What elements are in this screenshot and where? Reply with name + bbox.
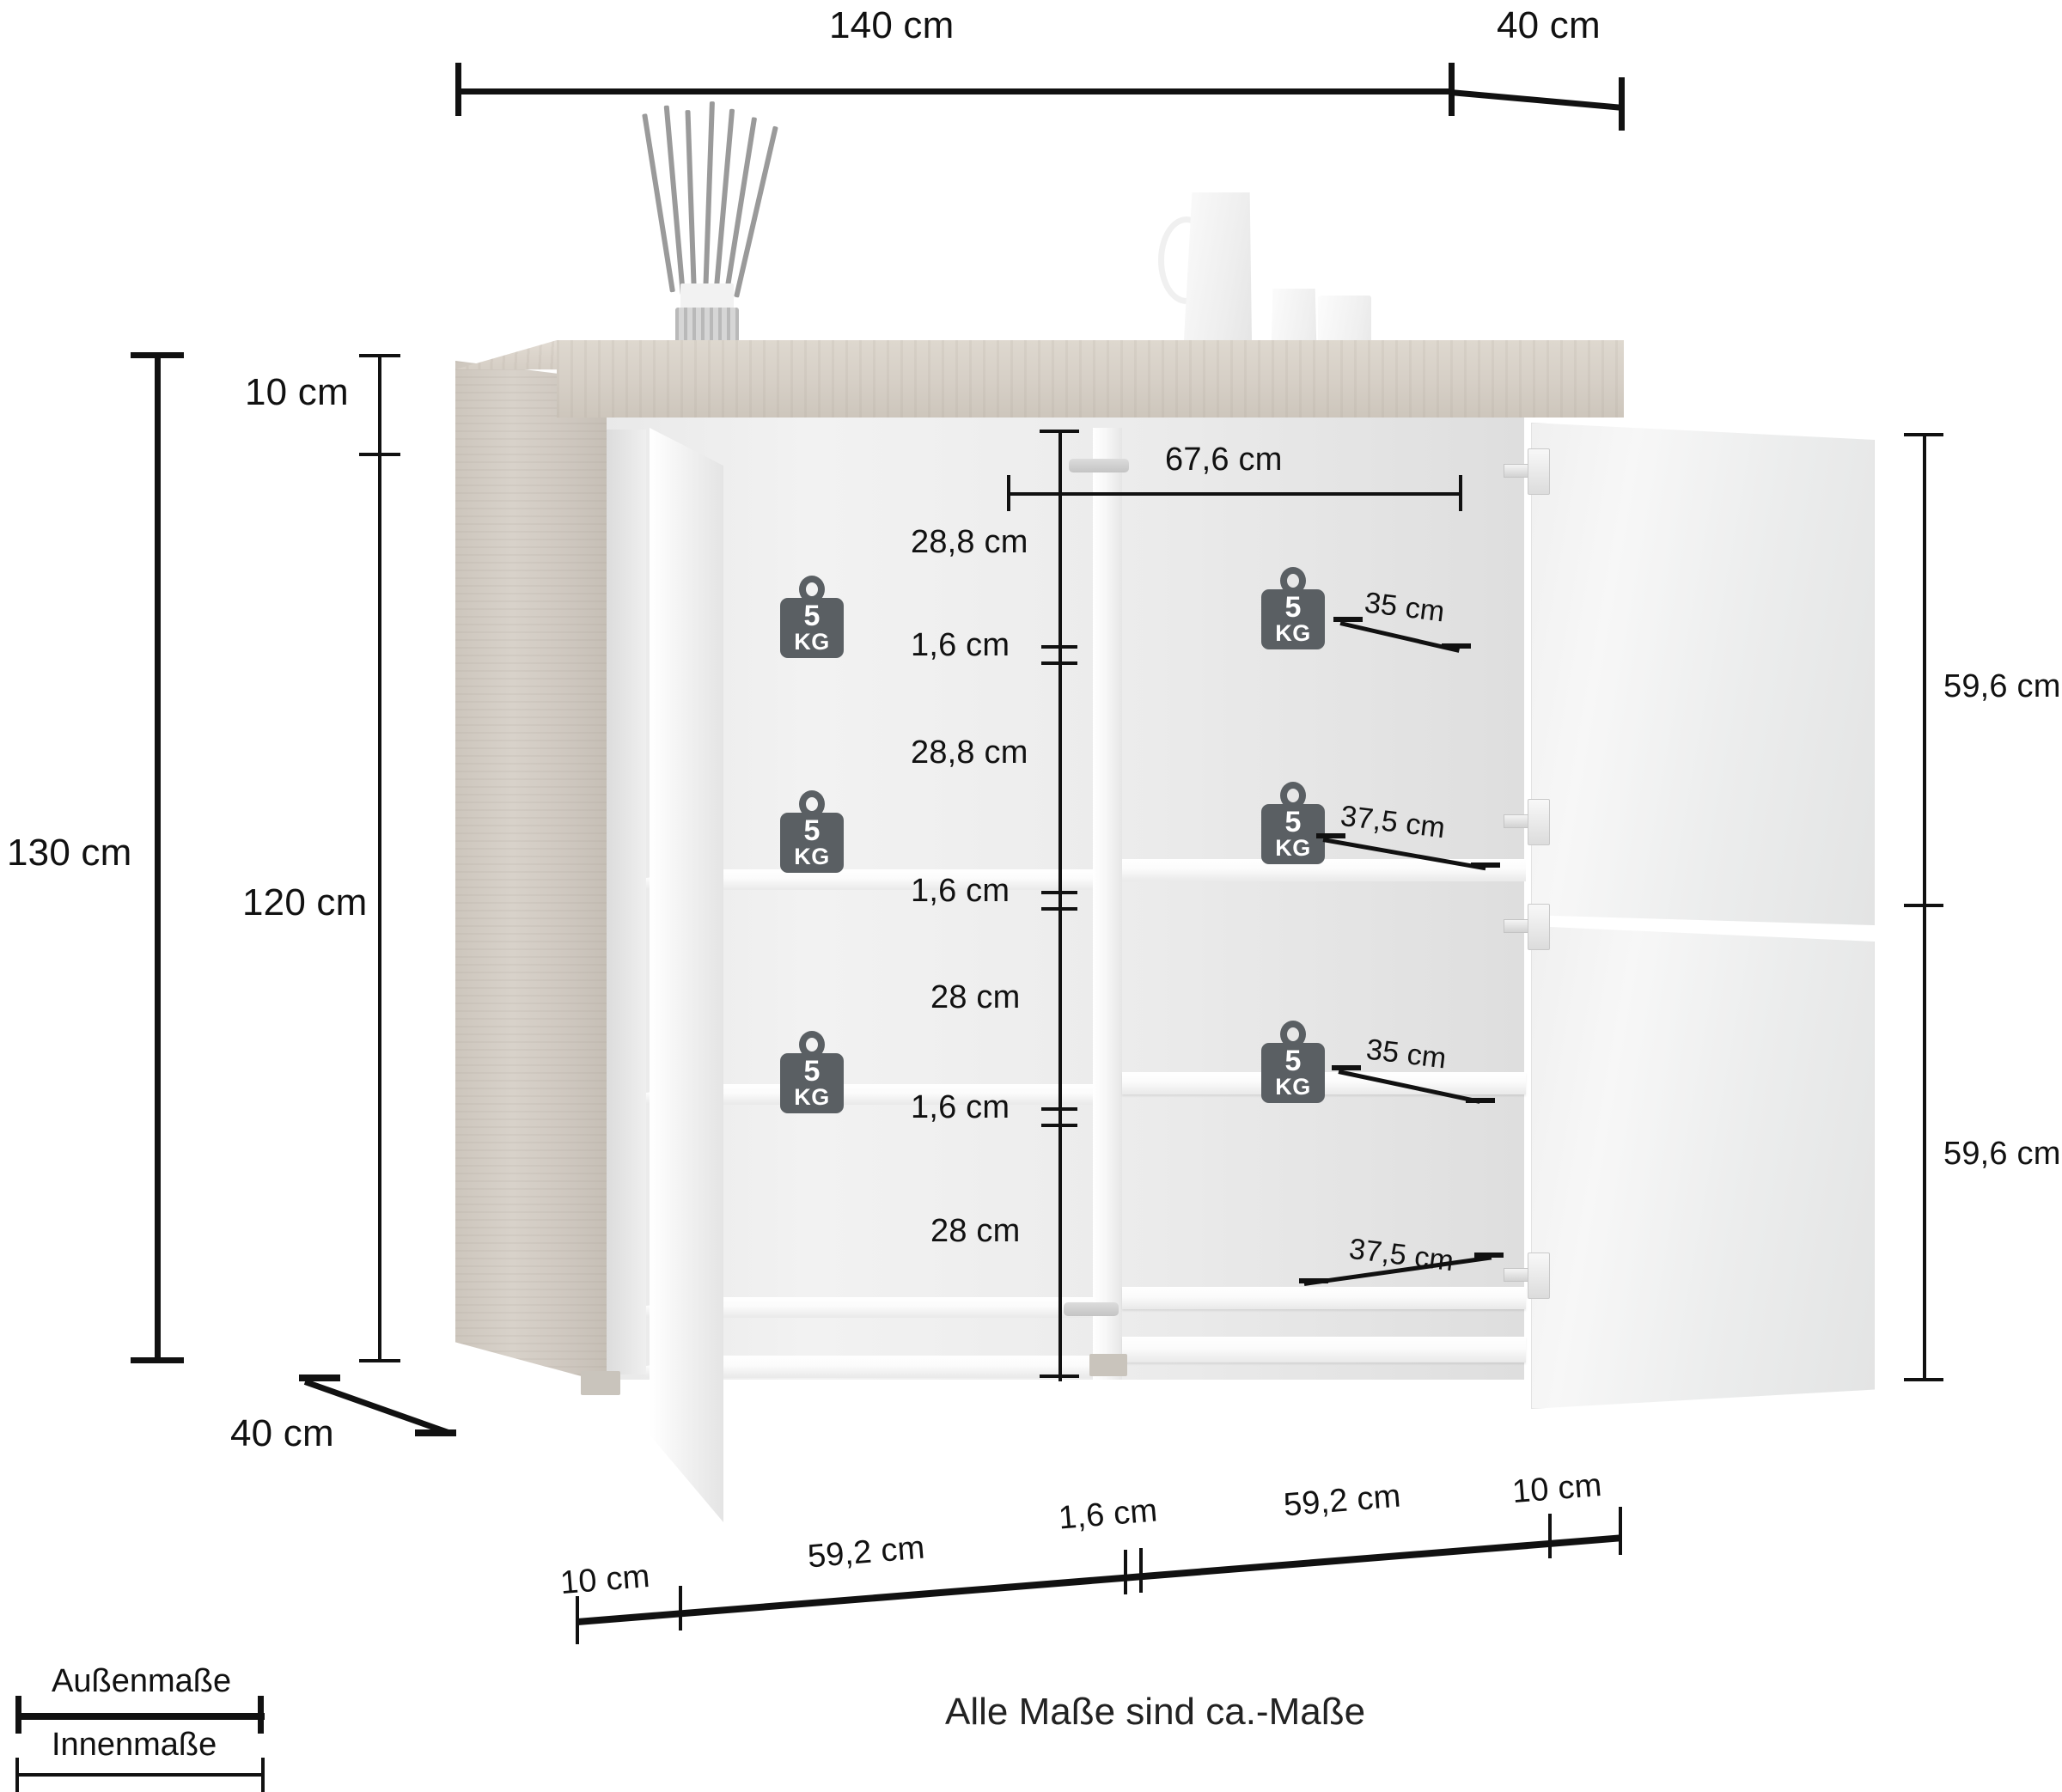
shelf-right-bottom <box>1122 1337 1526 1362</box>
dimension-label-total-height: 130 cm <box>7 832 132 874</box>
dimension-label-door-upper: 59,6 cm <box>1943 668 2061 704</box>
dimension-label-compartment-1: 28,8 cm <box>911 524 1028 560</box>
dimension-label-top-plate-height: 10 cm <box>245 371 349 413</box>
load-badge-number: 5 <box>803 600 821 633</box>
legend-label-inner: Innenmaße <box>52 1727 217 1763</box>
footer-note: Alle Maße sind ca.-Maße <box>945 1691 1366 1733</box>
dimension-label-compartment-3: 28 cm <box>930 979 1021 1015</box>
load-badge-right-1: 5 KG <box>1261 567 1325 649</box>
load-badge-number: 5 <box>1284 806 1302 839</box>
dimension-label-shelf-1: 1,6 cm <box>911 627 1010 663</box>
load-badge-right-3: 5 KG <box>1261 1021 1325 1103</box>
dimension-label-body-height: 120 cm <box>242 881 368 923</box>
load-badge-number: 5 <box>1284 1045 1302 1078</box>
cabinet-foot-left <box>581 1371 620 1395</box>
dimension-label-compartment-2: 28,8 cm <box>911 734 1028 771</box>
shelf-pin-top <box>1069 459 1129 472</box>
dimension-label-door-lower: 59,6 cm <box>1943 1136 2061 1172</box>
load-badge-left-2: 5 KG <box>780 790 844 873</box>
load-badge-unit: KG <box>1275 620 1311 647</box>
dimension-label-shelf-2: 1,6 cm <box>911 873 1010 909</box>
load-badge-number: 5 <box>1284 591 1302 625</box>
legend-label-outer: Außenmaße <box>52 1663 232 1699</box>
cabinet-side-panel <box>455 361 607 1383</box>
cabinet-inner-left-wall <box>607 430 646 1374</box>
dimension-label-bottom-3: 1,6 cm <box>1057 1492 1159 1537</box>
cabinet-foot-center <box>1089 1354 1127 1376</box>
dimension-label-bottom-4: 59,2 cm <box>1282 1478 1403 1524</box>
dimension-label-bottom-2: 59,2 cm <box>806 1529 927 1576</box>
dimension-label-bottom-5: 10 cm <box>1510 1466 1603 1511</box>
door-right-lower-open[interactable] <box>1531 926 1875 1409</box>
door-left-open[interactable] <box>650 428 723 1522</box>
load-badge-unit: KG <box>1275 1074 1311 1100</box>
dimension-label-depth-arrow: 40 cm <box>230 1412 334 1454</box>
cabinet-center-divider <box>1093 428 1122 1380</box>
load-badge-left-1: 5 KG <box>780 576 844 658</box>
door-right-upper-open[interactable] <box>1531 423 1875 925</box>
cabinet-back-panel <box>607 418 1524 1380</box>
load-badge-unit: KG <box>1275 835 1311 862</box>
load-badge-unit: KG <box>794 1084 830 1111</box>
load-badge-right-2: 5 KG <box>1261 782 1325 864</box>
dimension-label-width: 140 cm <box>829 4 955 46</box>
dimension-label-bottom-1: 10 cm <box>558 1557 651 1602</box>
dimension-label-interior-width: 67,6 cm <box>1165 442 1283 478</box>
load-badge-left-3: 5 KG <box>780 1031 844 1113</box>
cabinet-top-front-edge <box>557 340 1624 418</box>
load-badge-unit: KG <box>794 629 830 655</box>
load-badge-number: 5 <box>803 1055 821 1088</box>
load-badge-number: 5 <box>803 814 821 848</box>
dimension-label-shelf-3: 1,6 cm <box>911 1089 1010 1125</box>
dimension-label-compartment-4: 28 cm <box>930 1213 1021 1249</box>
load-badge-unit: KG <box>794 844 830 870</box>
dimension-label-depth: 40 cm <box>1497 4 1601 46</box>
shelf-pin-bottom <box>1064 1302 1119 1316</box>
shelf-right-3 <box>1122 1287 1526 1309</box>
